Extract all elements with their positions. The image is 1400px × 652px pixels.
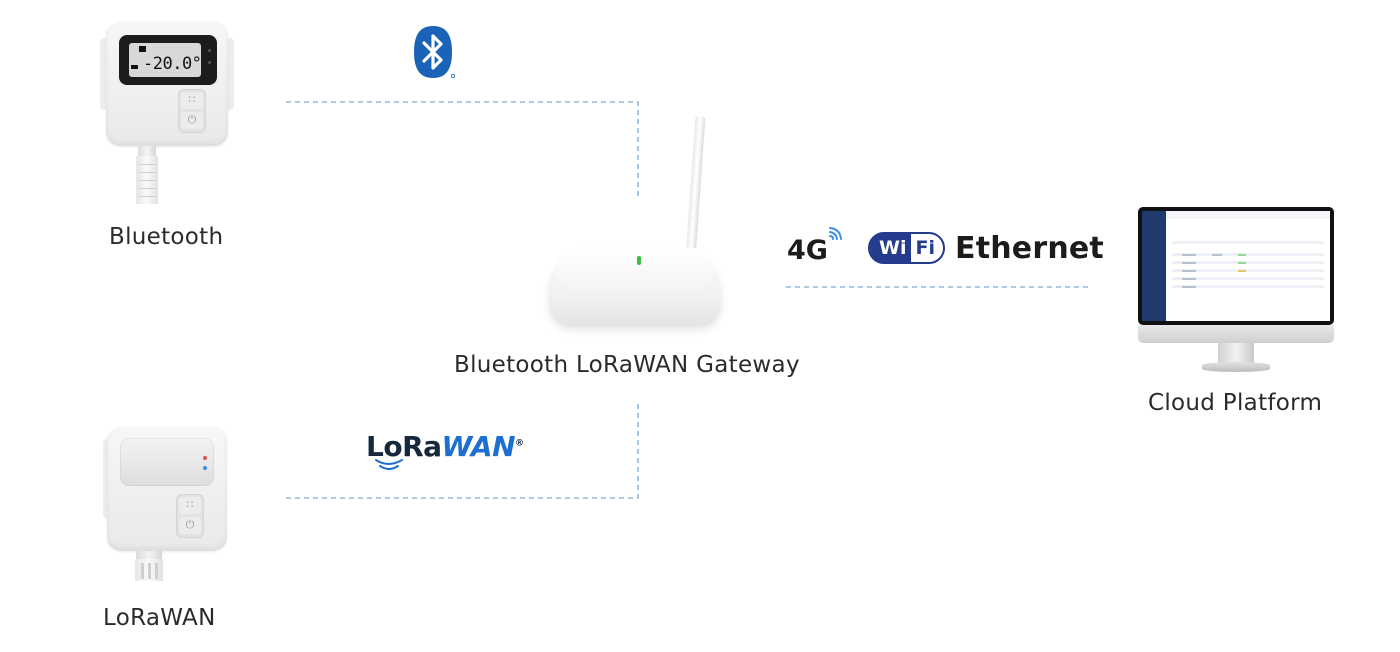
sensor-probe (135, 559, 163, 581)
lora-signal-icon (375, 459, 403, 470)
gateway-device (540, 110, 740, 330)
lorawan-logo: LoRaWAN® (366, 430, 524, 478)
lorawan-sensor: ∷ ⏻ (100, 425, 235, 585)
connector-bluetooth-to-gateway (286, 101, 639, 198)
lcd-reading: -20.0° (143, 54, 202, 74)
cloud-label: Cloud Platform (1148, 390, 1323, 416)
sensor-probe (136, 156, 158, 204)
monitor-screen (1142, 211, 1330, 321)
bluetooth-sensor: -20.0° ∷ ⏻ (100, 20, 235, 205)
ethernet-label: Ethernet (955, 231, 1104, 266)
lcd-display: -20.0° (119, 35, 217, 85)
cloud-monitor (1138, 207, 1334, 373)
gateway-antenna (685, 116, 706, 267)
bluetooth-sensor-label: Bluetooth (109, 224, 224, 250)
gateway-label: Bluetooth LoRaWAN Gateway (454, 352, 800, 378)
wifi-logo: Wi Fi (868, 232, 945, 264)
sensor-buttons: ∷ ⏻ (178, 89, 206, 133)
signal-4g-icon (829, 227, 842, 240)
bluetooth-icon (414, 26, 456, 79)
connector-lorawan-to-gateway (286, 404, 639, 499)
4g-label: 4G (787, 235, 828, 266)
lorawan-sensor-label: LoRaWAN (103, 605, 216, 631)
sensor-buttons: ∷ ⏻ (176, 494, 204, 538)
gateway-led (637, 256, 641, 265)
